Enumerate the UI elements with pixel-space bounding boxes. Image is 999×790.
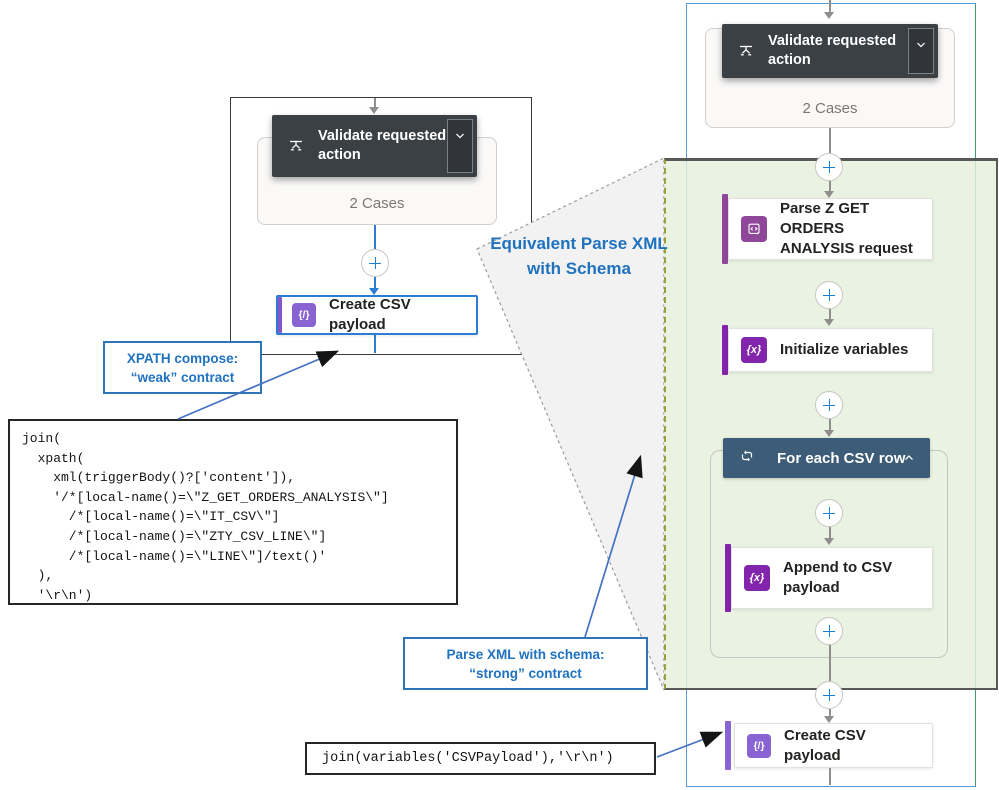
connector-line (374, 225, 376, 249)
connector-arrowhead (824, 538, 834, 545)
annotation-line: “strong” contract (469, 665, 582, 681)
initialize-variables-card[interactable]: {x} Initialize variables (728, 328, 933, 372)
foreach-header[interactable]: For each CSV row (723, 438, 930, 478)
cases-label: 2 Cases (802, 100, 858, 117)
connector-line (829, 768, 831, 785)
chevron-down-icon (456, 133, 464, 139)
connector-arrowhead (824, 716, 834, 723)
connector-arrowhead (369, 107, 379, 114)
annotation-line: “weak” contract (130, 369, 235, 385)
parse-xml-icon (741, 216, 767, 242)
switch-icon (737, 42, 755, 60)
foreach-title: For each CSV row (777, 449, 906, 467)
chevron-down-icon (917, 42, 925, 48)
parse-xml-card[interactable]: Parse Z GET ORDERS ANALYSIS request (728, 198, 933, 260)
insert-step-button[interactable] (815, 281, 843, 309)
collapse-button[interactable] (908, 28, 934, 74)
left-switch-header[interactable]: Validate requested action (272, 115, 477, 177)
insert-step-button[interactable] (815, 681, 843, 709)
collapse-button[interactable] (447, 119, 473, 173)
switch-title: Validate requested action (318, 128, 447, 163)
chevron-up-icon[interactable] (902, 451, 916, 465)
card-title: Initialize variables (780, 341, 909, 358)
connector-line (829, 709, 831, 717)
connector-line (374, 277, 376, 289)
loop-icon (739, 448, 755, 469)
cases-label: 2 Cases (349, 195, 405, 212)
insert-step-button[interactable] (361, 249, 389, 277)
connector-arrowhead (824, 430, 834, 437)
insert-step-button[interactable] (815, 153, 843, 181)
append-variable-card[interactable]: {x} Append to CSV payload (731, 547, 933, 609)
card-accent-bar (722, 325, 728, 375)
card-title: Parse Z GET ORDERS ANALYSIS request (780, 200, 913, 257)
left-compose-card[interactable]: {/} Create CSV payload (276, 295, 478, 335)
card-accent-bar (725, 544, 731, 612)
switch-icon (287, 137, 305, 155)
compose-icon: {/} (747, 733, 771, 758)
connector-arrowhead (824, 319, 834, 326)
annotation-weak-box: XPATH compose: “weak” contract (103, 341, 262, 394)
compose-icon: {/} (292, 303, 316, 327)
card-title: Create CSV payload (784, 726, 866, 764)
connector-line (829, 0, 831, 12)
connector-line (829, 181, 831, 192)
annotation-line: Parse XML with schema: (446, 646, 605, 662)
connector-arrowhead (824, 12, 834, 19)
equivalent-label: Equivalent Parse XML with Schema (490, 234, 668, 278)
card-title: Append to CSV payload (783, 559, 893, 596)
right-switch-header[interactable]: Validate requested action (722, 24, 938, 78)
card-title: Create CSV payload (329, 296, 411, 333)
connector-line (829, 645, 831, 681)
card-accent-bar (725, 721, 731, 770)
connector-line (829, 527, 831, 539)
connector-line (829, 128, 831, 153)
card-accent-bar (278, 297, 282, 333)
connector-line (829, 419, 831, 431)
xpath-code-block: join( xpath( xml(triggerBody()?['content… (8, 419, 458, 605)
connector-arrowhead (369, 288, 379, 295)
join-code-block: join(variables('CSVPayload'),'\r\n') (305, 742, 656, 775)
insert-step-button[interactable] (815, 499, 843, 527)
insert-step-button[interactable] (815, 617, 843, 645)
annotation-strong-box: Parse XML with schema: “strong” contract (403, 637, 648, 690)
annotation-line: XPATH compose: (126, 350, 239, 366)
connector-line (374, 335, 376, 353)
card-accent-bar (722, 194, 728, 264)
variable-icon: {x} (744, 565, 770, 591)
connector-arrowhead (824, 191, 834, 198)
switch-title: Validate requested action (768, 33, 897, 68)
connector-line (374, 98, 376, 108)
right-compose-card[interactable]: {/} Create CSV payload (734, 723, 933, 768)
connector-line (829, 309, 831, 320)
insert-step-button[interactable] (815, 391, 843, 419)
variable-icon: {x} (741, 337, 767, 363)
